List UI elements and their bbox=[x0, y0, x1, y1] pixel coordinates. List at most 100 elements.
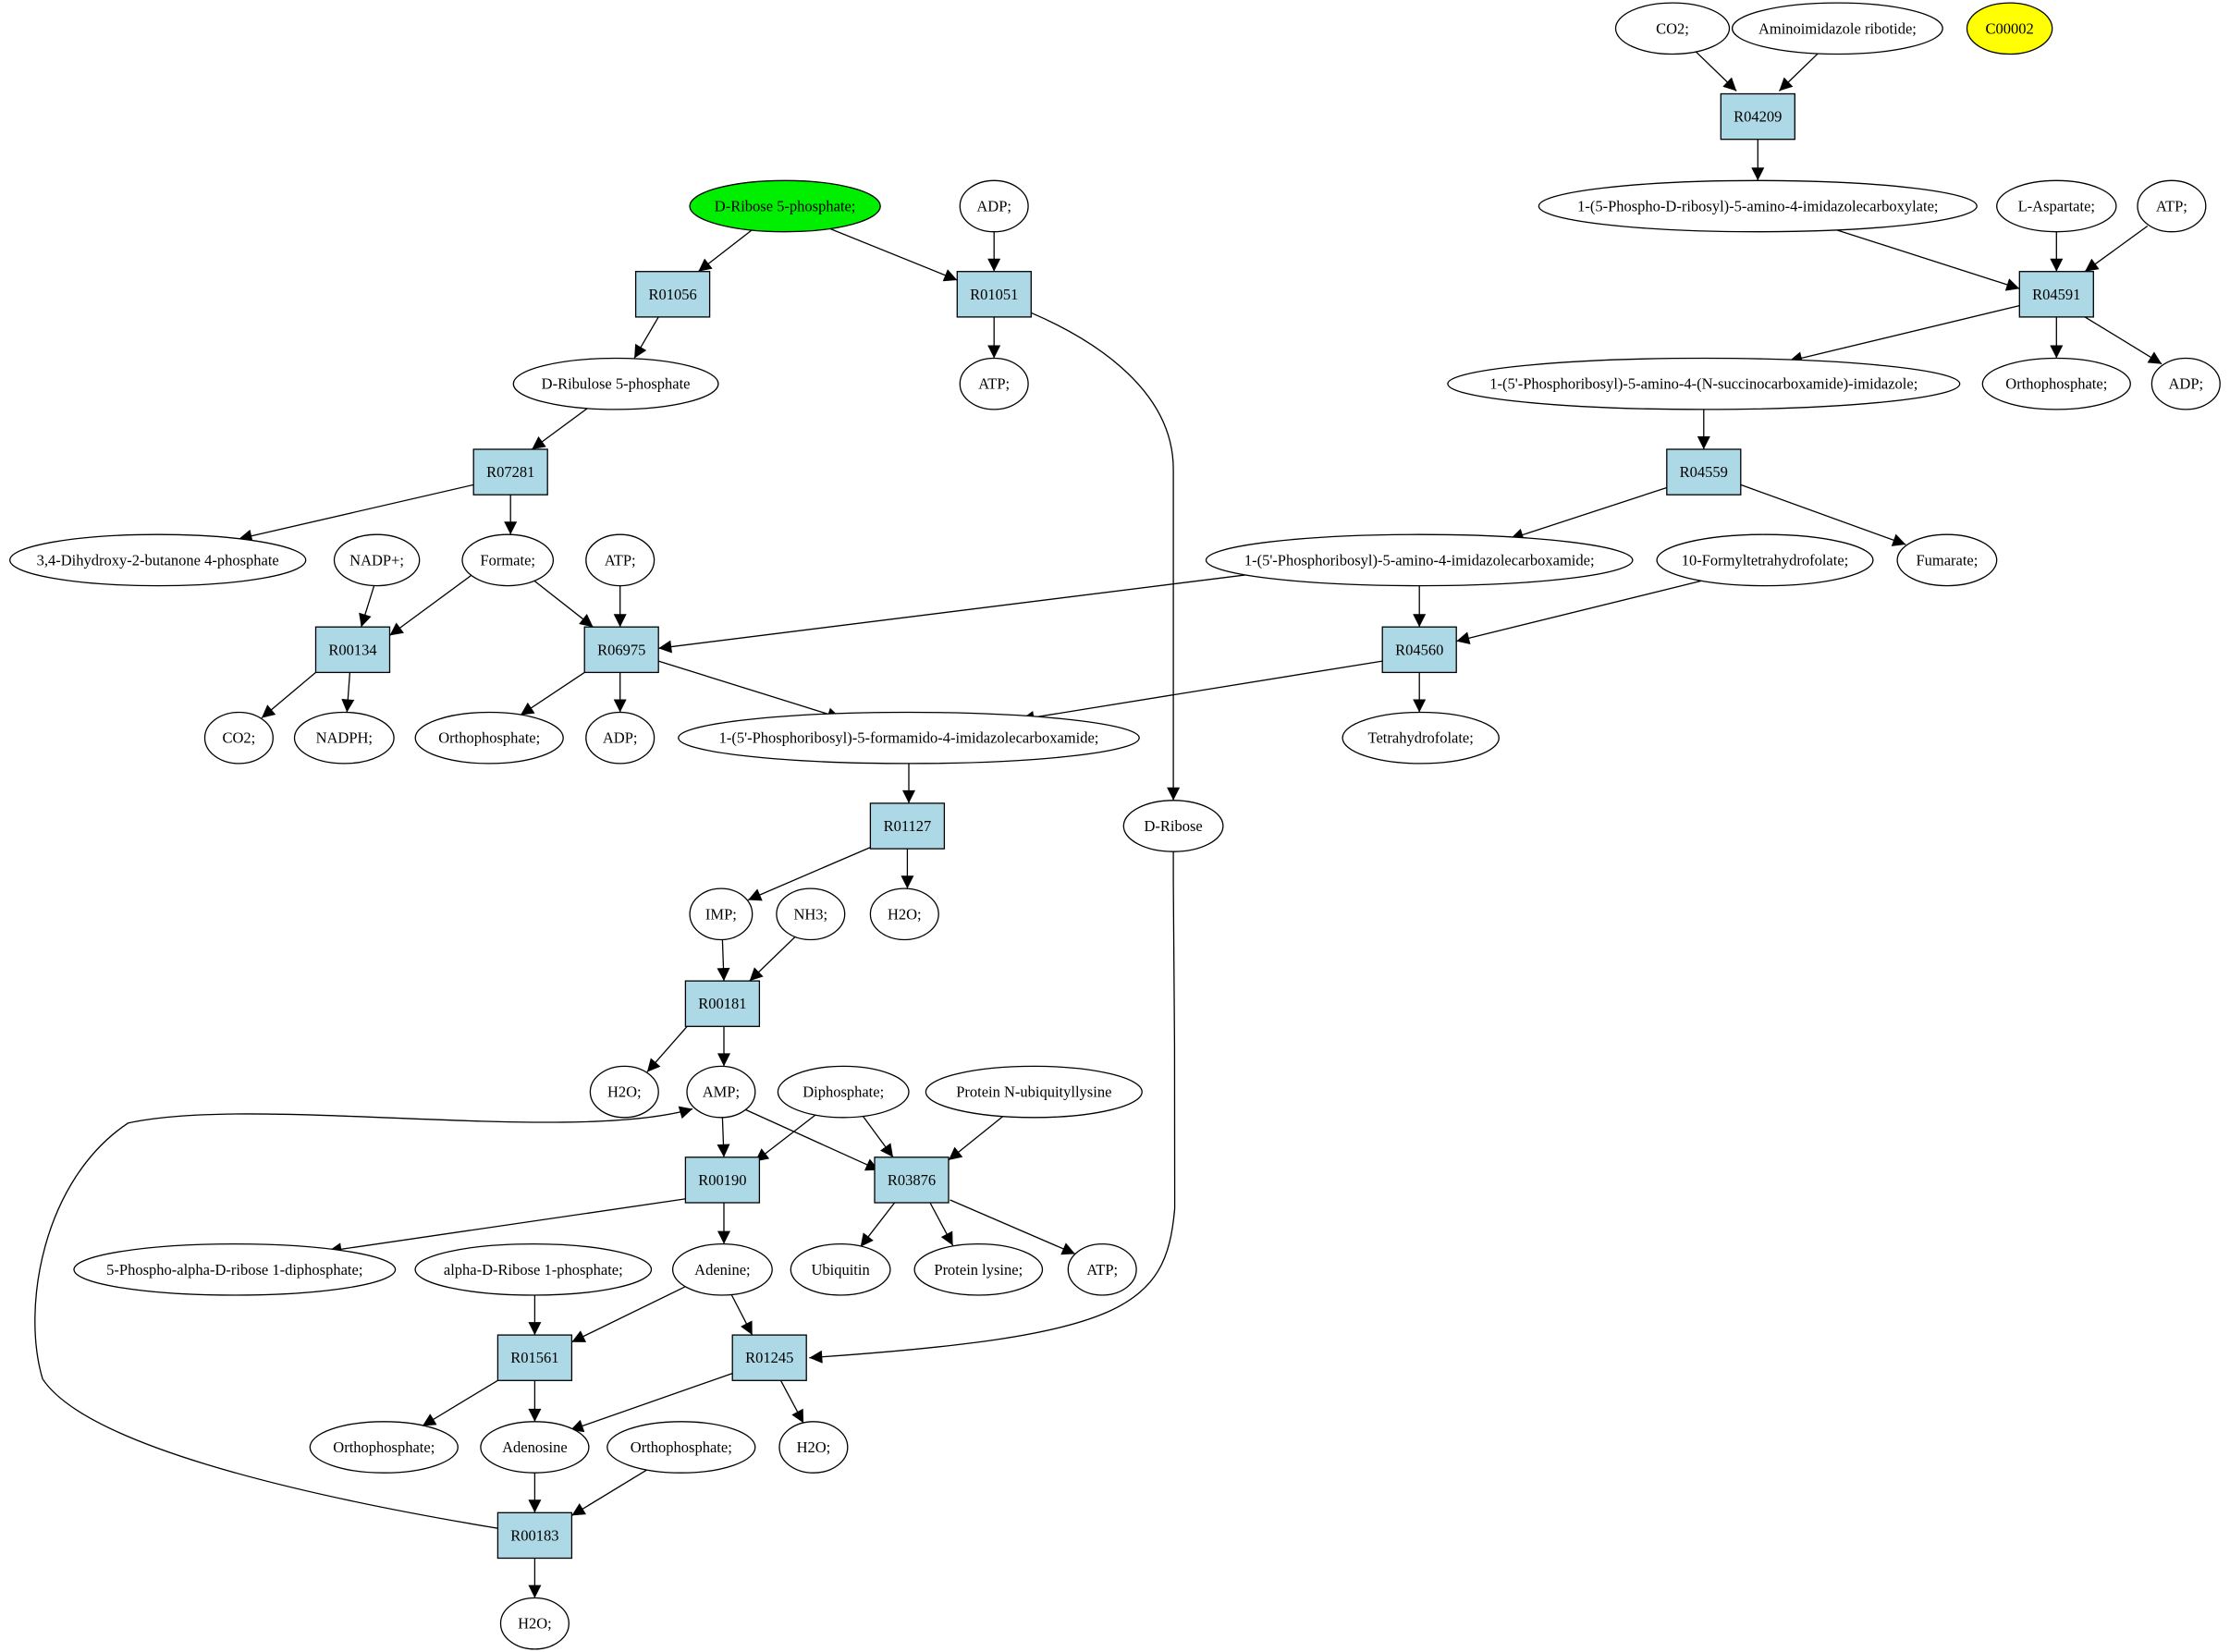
compound-node-orthophosphate-r04591[interactable]: Orthophosphate; bbox=[1981, 357, 2131, 410]
compound-node-adp-r06975[interactable]: ADP; bbox=[585, 711, 656, 765]
compound-node-dribulose5p[interactable]: D-Ribulose 5-phosphate bbox=[512, 357, 719, 410]
compound-node-imp[interactable]: IMP; bbox=[689, 887, 754, 941]
compound-node-orthophosphate-r06975[interactable]: Orthophosphate; bbox=[414, 711, 564, 765]
edge-10-formyltetrahydrofolate-to-r04560 bbox=[1456, 575, 1722, 645]
node-label: 1-(5'-Phosphoribosyl)-5-formamido-4-imid… bbox=[719, 729, 1099, 747]
compound-node-protlys[interactable]: Protein lysine; bbox=[913, 1242, 1044, 1296]
compound-node-atp-r06975[interactable]: ATP; bbox=[585, 533, 656, 587]
compound-node-formate[interactable]: Formate; bbox=[461, 533, 555, 587]
edge-d-ribose-5-phosphate-to-r01051 bbox=[830, 227, 958, 282]
edge-r03876-to-atp bbox=[950, 1199, 1076, 1255]
reaction-node-r06975[interactable]: R06975 bbox=[583, 626, 659, 674]
node-label: CO2; bbox=[1656, 19, 1689, 37]
edge-r07281-to-3-4-dihydroxy-2-butanone-4-phosphate bbox=[239, 483, 474, 543]
compound-node-carboxylate[interactable]: 1-(5-Phospho-D-ribosyl)-5-amino-4-imidaz… bbox=[1538, 179, 1978, 233]
compound-node-dribose[interactable]: D-Ribose bbox=[1122, 800, 1224, 852]
compound-ellipse bbox=[1966, 2, 2053, 55]
reaction-node-r00183[interactable]: R00183 bbox=[496, 1511, 573, 1560]
edge-formate-to-r06975 bbox=[533, 579, 594, 628]
compound-node-h2o-r00183[interactable]: H2O; bbox=[499, 1597, 570, 1650]
reaction-node-r01051[interactable]: R01051 bbox=[956, 271, 1032, 318]
compound-ellipse bbox=[913, 1242, 1044, 1296]
compound-node-butanone[interactable]: 3,4-Dihydroxy-2-butanone 4-phosphate bbox=[9, 533, 307, 587]
compound-node-h2o-r00181[interactable]: H2O; bbox=[589, 1065, 659, 1119]
reaction-box bbox=[684, 1156, 761, 1204]
compound-node-atp-r04591[interactable]: ATP; bbox=[2137, 179, 2207, 233]
reaction-node-r07281[interactable]: R07281 bbox=[472, 448, 548, 496]
compound-node-air[interactable]: Aminoimidazole ribotide; bbox=[1731, 2, 1943, 55]
edge-r04559-to-fumarate bbox=[1740, 483, 1906, 546]
compound-ellipse bbox=[925, 1065, 1143, 1119]
reaction-node-r01127[interactable]: R01127 bbox=[869, 802, 946, 850]
compound-node-orthophosphate-r01561[interactable]: Orthophosphate; bbox=[309, 1421, 459, 1474]
compound-node-nh3[interactable]: NH3; bbox=[776, 887, 846, 941]
node-label: Aminoimidazole ribotide; bbox=[1758, 19, 1917, 37]
compound-node-nadph[interactable]: NADPH; bbox=[293, 711, 395, 765]
reaction-box bbox=[634, 271, 711, 318]
compound-node-laspartate[interactable]: L-Aspartate; bbox=[1996, 179, 2117, 233]
edge-nh3-to-r00181 bbox=[749, 936, 796, 982]
compound-node-succino[interactable]: 1-(5'-Phosphoribosyl)-5-amino-4-(N-succi… bbox=[1447, 357, 1961, 410]
edge-adenine-to-r01245 bbox=[730, 1293, 754, 1336]
compound-node-orthophosphate-r00183[interactable]: Orthophosphate; bbox=[607, 1421, 756, 1474]
edge-r00183-to-amp bbox=[34, 1106, 693, 1529]
compound-node-co2-r00134[interactable]: CO2; bbox=[203, 711, 274, 765]
node-label: R01245 bbox=[745, 1349, 793, 1366]
node-label: CO2; bbox=[223, 729, 256, 747]
reaction-node-r04560[interactable]: R04560 bbox=[1381, 626, 1457, 674]
compound-node-adp-r04591[interactable]: ADP; bbox=[2150, 357, 2221, 410]
compound-ellipse bbox=[203, 711, 274, 765]
compound-node-adenine[interactable]: Adenine; bbox=[671, 1242, 773, 1296]
compound-node-dr5p[interactable]: D-Ribose 5-phosphate; bbox=[689, 179, 881, 233]
compound-node-nadp[interactable]: NADP+; bbox=[333, 533, 421, 587]
compound-node-carboxamide[interactable]: 1-(5'-Phosphoribosyl)-5-amino-4-imidazol… bbox=[1205, 533, 1634, 587]
node-label: R04560 bbox=[1395, 641, 1443, 658]
reaction-box bbox=[869, 802, 946, 850]
node-label: 3,4-Dihydroxy-2-butanone 4-phosphate bbox=[37, 551, 279, 569]
edge-formate-to-r00134 bbox=[389, 575, 472, 636]
reaction-node-r04559[interactable]: R04559 bbox=[1666, 448, 1742, 496]
compound-node-h2o-r01245[interactable]: H2O; bbox=[778, 1421, 849, 1474]
edge-r06975-to-formamido bbox=[658, 660, 841, 721]
compound-node-adr1p[interactable]: alpha-D-Ribose 1-phosphate; bbox=[414, 1242, 653, 1296]
compound-node-prpp[interactable]: 5-Phospho-alpha-D-ribose 1-diphosphate; bbox=[73, 1242, 397, 1296]
compound-ellipse bbox=[2150, 357, 2221, 410]
compound-node-atp-r03876[interactable]: ATP; bbox=[1067, 1242, 1137, 1296]
edge-diphosphate-to-r00190 bbox=[754, 1112, 818, 1162]
reaction-node-r00134[interactable]: R00134 bbox=[314, 626, 391, 674]
compound-node-protubiq[interactable]: Protein N-ubiquityllysine bbox=[925, 1065, 1143, 1119]
reaction-node-r04209[interactable]: R04209 bbox=[1720, 92, 1795, 141]
compound-node-adenosine[interactable]: Adenosine bbox=[480, 1421, 590, 1474]
reaction-node-r00181[interactable]: R00181 bbox=[684, 980, 761, 1027]
compound-ellipse bbox=[1447, 357, 1961, 410]
node-label: R00183 bbox=[510, 1526, 558, 1544]
reaction-node-r01056[interactable]: R01056 bbox=[634, 271, 711, 318]
compound-node-ubiquitin[interactable]: Ubiquitin bbox=[790, 1242, 891, 1296]
compound-node-formylthf[interactable]: 10-Formyltetrahydrofolate; bbox=[1656, 533, 1874, 587]
compound-node-formamido[interactable]: 1-(5'-Phosphoribosyl)-5-formamido-4-imid… bbox=[678, 711, 1140, 765]
compound-node-c00002[interactable]: C00002 bbox=[1966, 2, 2053, 55]
compound-node-adp-r01051[interactable]: ADP; bbox=[959, 179, 1029, 233]
reaction-node-r00190[interactable]: R00190 bbox=[684, 1156, 761, 1204]
edge-r03876-to-ubiquitin bbox=[860, 1202, 896, 1248]
reaction-box bbox=[1666, 448, 1742, 496]
compound-node-diphosphate[interactable]: Diphosphate; bbox=[777, 1065, 910, 1119]
edge-r04209-from-aminoimidazole-ribotide bbox=[1778, 49, 1822, 92]
compound-node-thf[interactable]: Tetrahydrofolate; bbox=[1342, 711, 1500, 765]
edge-r04591-to-adp bbox=[2084, 316, 2163, 365]
node-label: Tetrahydrofolate; bbox=[1368, 729, 1474, 747]
compound-node-co2-top[interactable]: CO2; bbox=[1614, 2, 1731, 55]
reaction-node-r04591[interactable]: R04591 bbox=[2018, 271, 2094, 318]
reaction-box bbox=[684, 980, 761, 1027]
compound-node-fumarate[interactable]: Fumarate; bbox=[1896, 533, 1998, 587]
reaction-node-r01561[interactable]: R01561 bbox=[496, 1334, 573, 1381]
compound-node-amp[interactable]: AMP; bbox=[686, 1065, 756, 1119]
reaction-node-r03876[interactable]: R03876 bbox=[874, 1156, 950, 1204]
reaction-node-r01245[interactable]: R01245 bbox=[731, 1334, 807, 1381]
compound-node-h2o-r01127[interactable]: H2O; bbox=[869, 887, 939, 941]
compound-ellipse bbox=[585, 711, 656, 765]
edge-r04591-to-succinocarboxamide bbox=[1788, 304, 2020, 365]
nodes: CO2; Aminoimidazole ribotide; C00002R04209… bbox=[9, 2, 2221, 1650]
compound-node-atp-r01051[interactable]: ATP; bbox=[959, 357, 1029, 410]
edge-r01127-to-imp bbox=[747, 847, 871, 901]
